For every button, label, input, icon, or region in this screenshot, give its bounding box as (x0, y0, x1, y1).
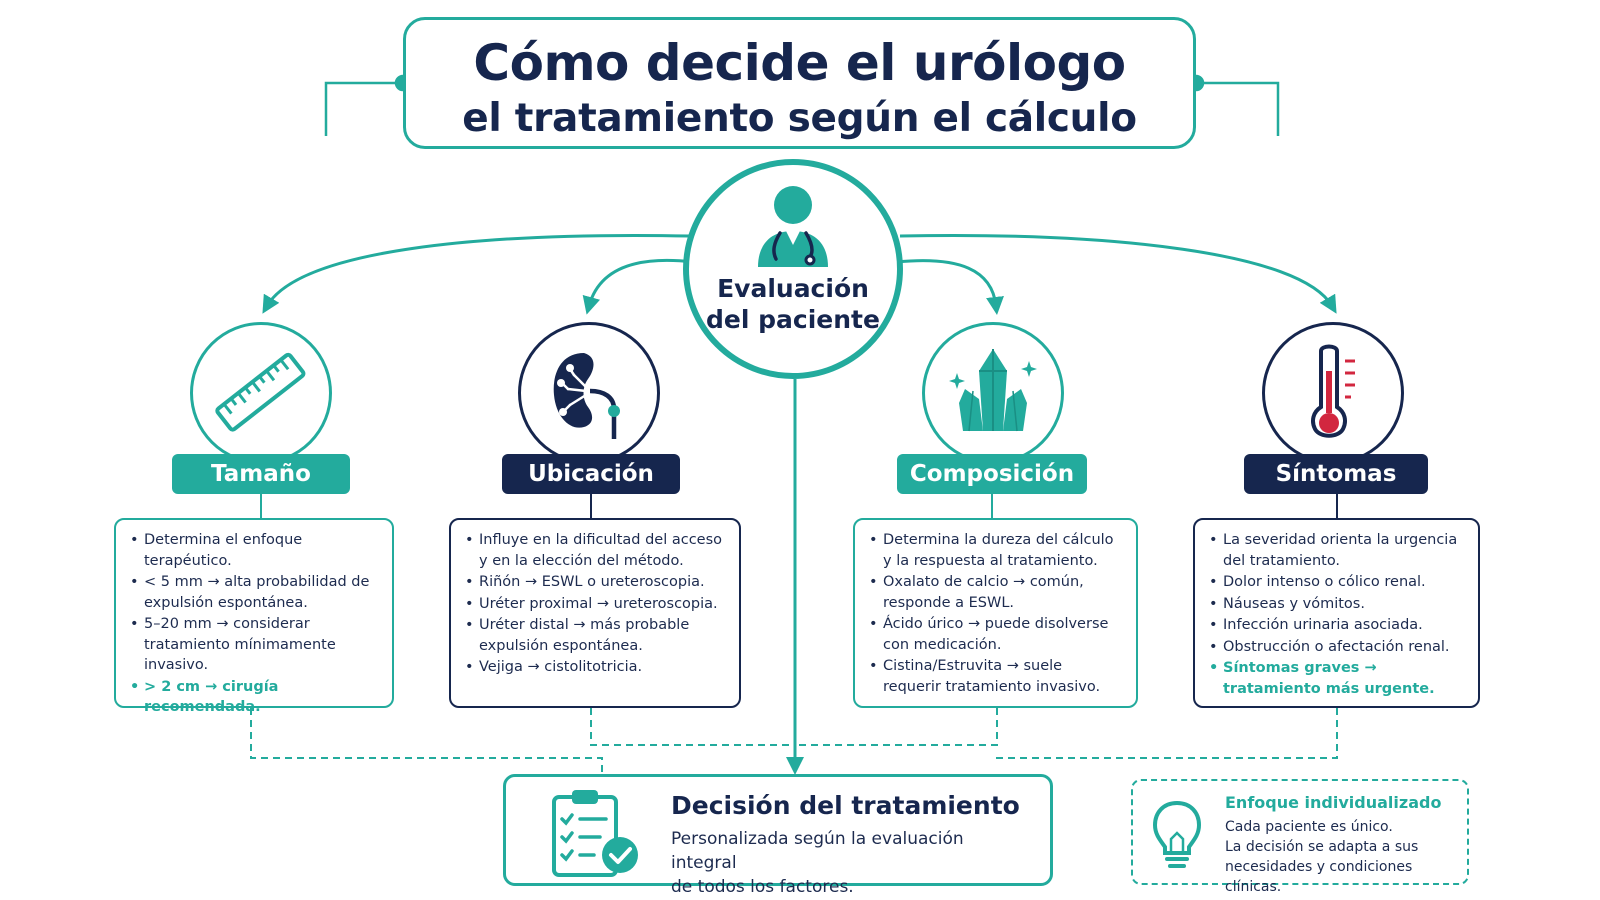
dashed-location-to-decision (590, 708, 795, 746)
list-item: Náuseas y vómitos. (1209, 594, 1466, 615)
list-item: < 5 mm → alta probabilidad de expulsión … (130, 572, 380, 613)
card-symptoms: La severidad orienta la urgencia del tra… (1193, 518, 1480, 708)
pill-size: Tamaño (172, 454, 350, 494)
clipboard-check-icon (552, 790, 638, 877)
symptoms-circle (1262, 322, 1404, 464)
card-location: Influye en la dificultad del acceso y en… (449, 518, 741, 708)
dashed-size-to-decision (250, 708, 603, 774)
list-item: La severidad orienta la urgencia del tra… (1209, 530, 1466, 571)
kidney-icon (553, 353, 620, 439)
page-title: Cómo decide el urólogo (473, 34, 1126, 92)
list-item: Uréter proximal → ureteroscopia. (465, 594, 727, 615)
arrow-to-location (582, 258, 694, 315)
list-item-highlight: Síntomas graves → tratamiento más urgent… (1209, 658, 1466, 699)
page-subtitle: el tratamiento según el cálculo (462, 96, 1137, 141)
decision-description: Personalizada según la evaluación integr… (671, 829, 964, 897)
list-item-highlight: > 2 cm → cirugía recomendada. (130, 677, 380, 718)
pill-location: Ubicación (502, 454, 680, 494)
tip-title: Enfoque individualizado (1225, 793, 1442, 812)
list-item: Ácido úrico → puede disolverse con medic… (869, 614, 1124, 655)
title-bracket-right (1187, 74, 1280, 136)
dashed-composition-to-decision (795, 708, 998, 746)
title-box: Cómo decide el urólogo el tratamiento se… (403, 17, 1196, 149)
list-item: Dolor intenso o cólico renal. (1209, 572, 1466, 593)
list-item: Riñón → ESWL o ureteroscopia. (465, 572, 727, 593)
list-item: Obstrucción o afectación renal. (1209, 637, 1466, 658)
decision-title: Decisión del tratamiento (671, 791, 1020, 820)
tip-description: Cada paciente es único. La decisión se a… (1225, 819, 1419, 895)
thermometer-icon (1311, 344, 1355, 438)
size-circle (190, 322, 332, 464)
list-item: 5–20 mm → considerar tratamiento mínimam… (130, 614, 380, 676)
title-bracket-left (324, 74, 412, 136)
arrow-to-composition (896, 259, 1004, 315)
list-item: Vejiga → cistolitotricia. (465, 657, 727, 678)
decision-box: Decisión del tratamiento Personalizada s… (503, 774, 1053, 897)
list-item: Cistina/Estruvita → suele requerir trata… (869, 656, 1124, 697)
lightbulb-icon (1152, 800, 1202, 868)
list-item: Influye en la dificultad del acceso y en… (465, 530, 727, 571)
list-item: Determina la dureza del cálculo y la res… (869, 530, 1124, 571)
patient-evaluation-node: Evaluación del paciente (683, 159, 903, 379)
card-composition: Determina la dureza del cálculo y la res… (853, 518, 1138, 708)
list-item: Oxalato de calcio → común, responde a ES… (869, 572, 1124, 613)
arrow-to-symptoms (899, 234, 1337, 314)
doctor-icon (758, 186, 828, 267)
location-circle (518, 322, 660, 464)
crystal-icon (949, 349, 1037, 432)
dashed-symptoms-to-decision (995, 708, 1338, 759)
card-size: Determina el enfoque terapéutico. < 5 mm… (114, 518, 394, 715)
list-item: Determina el enfoque terapéutico. (130, 530, 380, 571)
center-label: Evaluación del paciente (706, 274, 880, 334)
pill-composition: Composición (897, 454, 1087, 494)
composition-circle (922, 322, 1064, 464)
list-item: Uréter distal → más probable expulsión e… (465, 615, 727, 656)
ruler-icon (215, 352, 306, 432)
tip-box: Enfoque individualizado Cada paciente es… (1131, 779, 1469, 895)
list-item: Infección urinaria asociada. (1209, 615, 1466, 636)
pill-symptoms: Síntomas (1244, 454, 1428, 494)
arrow-to-size (262, 233, 691, 314)
